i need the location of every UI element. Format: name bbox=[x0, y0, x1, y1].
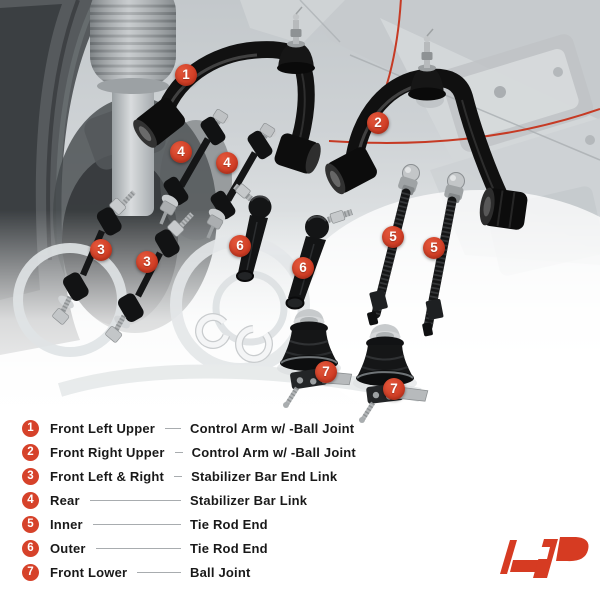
legend-position-label: Inner bbox=[50, 516, 83, 532]
parts-legend: 1 Front Left Upper Control Arm w/ -Ball … bbox=[0, 416, 600, 584]
legend-connector-line bbox=[174, 451, 183, 453]
callout-marker-6a: 6 bbox=[229, 235, 251, 257]
part-stabilizer-link-rear-2 bbox=[206, 122, 277, 239]
callout-marker-2: 2 bbox=[367, 112, 389, 134]
legend-connector-line bbox=[174, 475, 183, 477]
callout-marker-1: 1 bbox=[175, 64, 197, 86]
legend-row-1: 1 Front Left Upper Control Arm w/ -Ball … bbox=[0, 416, 600, 440]
legend-part-name: Stabilizer Bar End Link bbox=[191, 468, 338, 484]
legend-row-5: 5 Inner Tie Rod End bbox=[0, 512, 600, 536]
legend-position-label: Front Right Upper bbox=[50, 444, 165, 460]
callout-marker-7a: 7 bbox=[315, 361, 337, 383]
legend-row-7: 7 Front Lower Ball Joint bbox=[0, 560, 600, 584]
legend-part-name: Tie Rod End bbox=[190, 516, 268, 532]
legend-position-label: Rear bbox=[50, 492, 80, 508]
legend-position-label: Outer bbox=[50, 540, 86, 556]
legend-connector-line bbox=[137, 571, 181, 573]
legend-row-3: 3 Front Left & Right Stabilizer Bar End … bbox=[0, 464, 600, 488]
legend-part-name: Control Arm w/ -Ball Joint bbox=[190, 420, 355, 436]
washers bbox=[195, 313, 273, 363]
legend-position-label: Front Left & Right bbox=[50, 468, 165, 484]
legend-connector-line bbox=[89, 499, 181, 501]
ap-monogram bbox=[500, 537, 589, 578]
legend-badge-1: 1 bbox=[22, 419, 39, 437]
part-control-arm-front-right-upper bbox=[325, 28, 528, 230]
callout-marker-6b: 6 bbox=[292, 257, 314, 279]
legend-badge-2: 2 bbox=[22, 443, 39, 461]
legend-part-name: Tie Rod End bbox=[190, 540, 268, 556]
brand-logo-icon bbox=[500, 537, 589, 578]
legend-row-6: 6 Outer Tie Rod End bbox=[0, 536, 600, 560]
legend-position-label: Front Lower bbox=[50, 564, 128, 580]
legend-connector-line bbox=[92, 523, 181, 525]
part-tie-rod-inner-2 bbox=[422, 172, 465, 337]
parts-photo-scene bbox=[0, 0, 600, 430]
callout-marker-4a: 4 bbox=[170, 141, 192, 163]
legend-badge-7: 7 bbox=[22, 563, 39, 581]
legend-part-name: Control Arm w/ -Ball Joint bbox=[191, 444, 356, 460]
strut-boot bbox=[90, 0, 176, 216]
legend-row-4: 4 Rear Stabilizer Bar Link bbox=[0, 488, 600, 512]
callout-marker-5b: 5 bbox=[423, 237, 445, 259]
legend-part-name: Stabilizer Bar Link bbox=[190, 492, 308, 508]
part-stabilizer-end-link-front-2 bbox=[105, 212, 194, 343]
legend-connector-line bbox=[95, 547, 181, 549]
part-stabilizer-end-link-front-1 bbox=[52, 190, 136, 325]
callout-marker-7b: 7 bbox=[383, 378, 405, 400]
legend-badge-3: 3 bbox=[22, 467, 39, 485]
legend-badge-5: 5 bbox=[22, 515, 39, 533]
part-stabilizer-link-rear-1 bbox=[159, 108, 230, 225]
legend-connector-line bbox=[165, 427, 181, 429]
callout-marker-3a: 3 bbox=[90, 239, 112, 261]
legend-badge-4: 4 bbox=[22, 491, 39, 509]
callout-marker-4b: 4 bbox=[216, 152, 238, 174]
part-tie-rod-inner-1 bbox=[367, 164, 420, 326]
legend-position-label: Front Left Upper bbox=[50, 420, 156, 436]
legend-badge-6: 6 bbox=[22, 539, 39, 557]
legend-row-2: 2 Front Right Upper Control Arm w/ -Ball… bbox=[0, 440, 600, 464]
callout-marker-3b: 3 bbox=[136, 251, 158, 273]
part-tie-rod-end-outer-1 bbox=[233, 183, 272, 282]
legend-part-name: Ball Joint bbox=[190, 564, 251, 580]
callout-marker-5a: 5 bbox=[382, 226, 404, 248]
